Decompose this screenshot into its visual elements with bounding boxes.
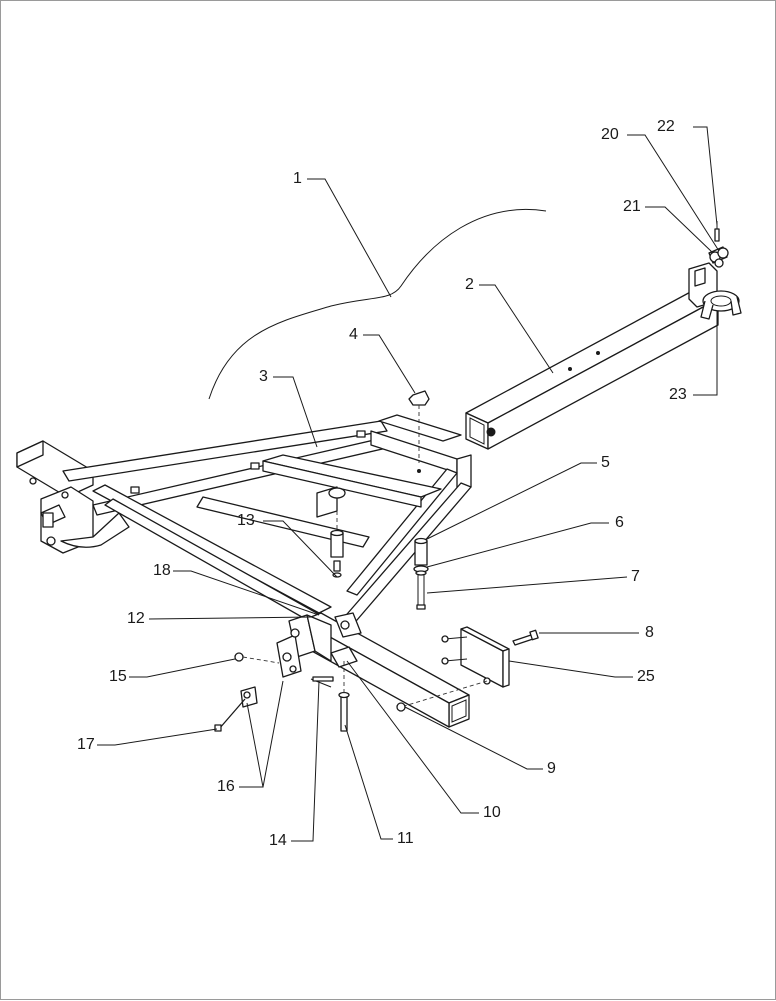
callout-8: 8 (645, 624, 654, 641)
callout-25: 25 (637, 668, 655, 685)
callout-6: 6 (615, 514, 624, 531)
vertical-hardware-stack (330, 390, 430, 610)
callout-21: 21 (623, 198, 641, 215)
tongue-extension-tube (465, 262, 742, 450)
callout-1: 1 (293, 170, 302, 187)
callout-3: 3 (259, 368, 268, 385)
nut-9 (396, 702, 406, 712)
callout-10: 10 (483, 804, 501, 821)
callout-11: 11 (397, 830, 414, 847)
break-line (208, 209, 547, 400)
mounting-plate (400, 626, 510, 708)
callout-2: 2 (465, 276, 474, 293)
callout-15: 15 (109, 668, 127, 685)
hitch-pin-assembly (708, 221, 729, 268)
callout-5: 5 (601, 454, 610, 471)
leader-lines (97, 126, 720, 842)
callout-13: 13 (237, 512, 255, 529)
callout-labels: 1 2 3 4 5 6 7 8 9 10 11 12 13 14 15 16 1… (77, 118, 687, 849)
callout-7: 7 (631, 568, 640, 585)
main-frame (16, 414, 472, 630)
callout-14: 14 (269, 832, 287, 849)
callout-18: 18 (153, 562, 171, 579)
callout-22: 22 (657, 118, 675, 135)
center-mount-bracket (276, 612, 362, 688)
callout-16: 16 (217, 778, 235, 795)
callout-20: 20 (601, 126, 619, 143)
callout-17: 17 (77, 736, 95, 753)
callout-9: 9 (547, 760, 556, 777)
callout-23: 23 (669, 386, 687, 403)
callout-12: 12 (127, 610, 145, 627)
bolt-11 (338, 661, 350, 732)
callout-4: 4 (349, 326, 358, 343)
clamp-hardware (214, 652, 280, 732)
bolt-8 (512, 629, 539, 646)
